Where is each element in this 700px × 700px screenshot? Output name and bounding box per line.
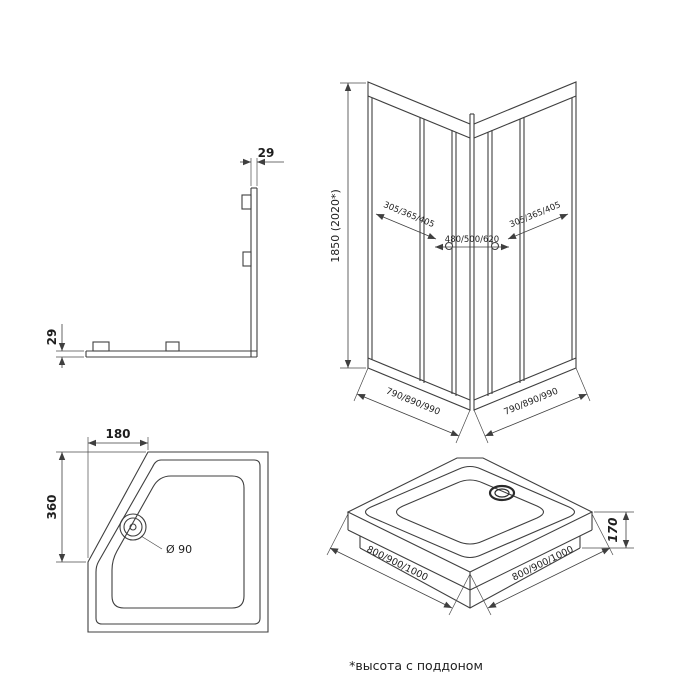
tray-top-view	[87, 451, 269, 633]
handle-profile-section-vertical	[242, 251, 252, 267]
tray-isometric-view	[346, 457, 594, 609]
drain-outer-circle	[119, 513, 147, 541]
enclosure-center-panel-label: 480/500/620	[445, 235, 499, 245]
tray-height-label: 170	[606, 517, 620, 542]
tray-iso-left-size-label: 800/900/1000	[365, 544, 430, 583]
tray-top-dimensions	[56, 437, 163, 563]
corner-profile-top-view	[85, 187, 258, 358]
tray-chamfer-width-label: 180	[105, 427, 130, 441]
enclosure-dimensions	[340, 82, 591, 444]
tray-outer-contour	[87, 451, 269, 633]
handle-profile-section-horizontal	[165, 341, 180, 352]
tray-iso-top-face	[346, 457, 594, 573]
profile-thickness-top-label: 29	[258, 146, 275, 160]
tray-chamfer-height-label: 360	[45, 494, 59, 519]
enclosure-height-label: 1850 (2020*)	[329, 189, 342, 263]
tray-iso-basin-contour	[395, 479, 545, 545]
drain-diameter-label: Ø 90	[166, 543, 192, 556]
door-profile-section-horizontal	[92, 341, 110, 352]
tray-basin-contour	[111, 475, 245, 609]
drain-inner-circle	[129, 523, 137, 531]
profile-thickness-left-label: 29	[45, 329, 59, 346]
door-profile-section-vertical	[241, 194, 252, 210]
tray-iso-rim-contour	[364, 465, 576, 559]
drain-iso-inner	[494, 488, 510, 498]
enclosure-front-view	[367, 81, 577, 411]
footnote-text: *высота с поддоном	[349, 658, 483, 673]
tray-rim-contour	[95, 459, 261, 625]
tray-iso-dimensions	[326, 511, 634, 616]
corner-profile-dimensions	[56, 158, 284, 368]
drain-middle-circle	[123, 517, 143, 537]
tray-iso-right-size-label: 800/900/1000	[510, 544, 575, 583]
drain-iso-outer	[488, 484, 516, 502]
